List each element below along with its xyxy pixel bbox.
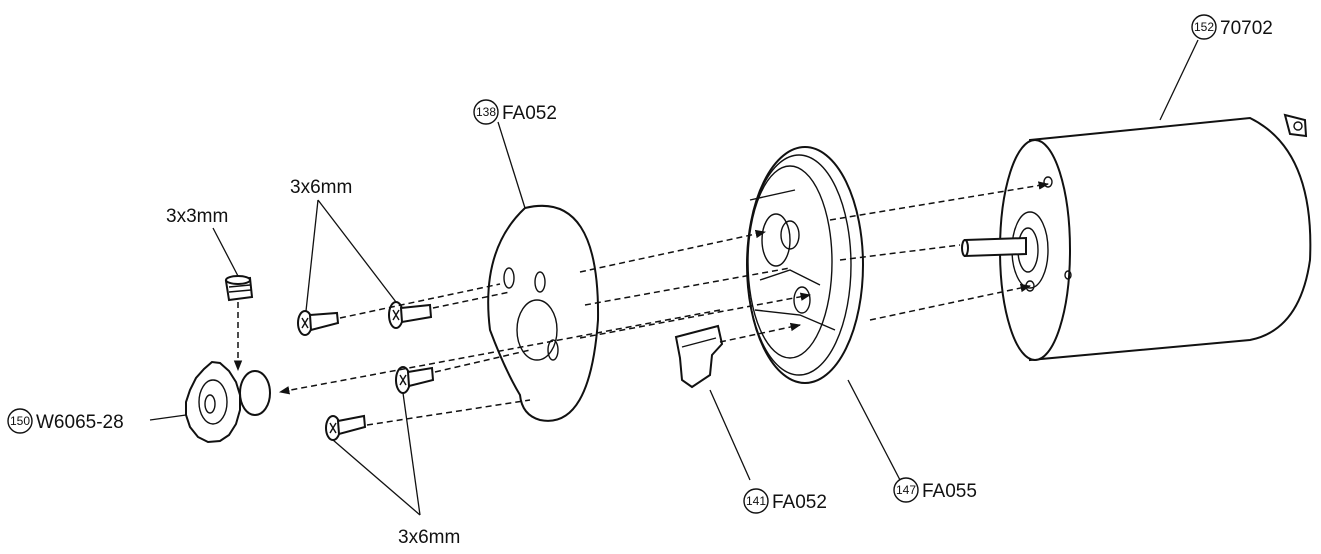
screw-2 xyxy=(388,301,433,329)
assembly-lines xyxy=(233,181,1050,426)
callout-number: 138 xyxy=(476,105,496,119)
callout-clip: 141 FA052 xyxy=(743,488,827,514)
screws-top-size-label: 3x6mm xyxy=(290,177,352,198)
part-code: FA055 xyxy=(922,481,977,502)
motor-mount xyxy=(746,146,864,384)
clip xyxy=(674,324,724,389)
motor-plate xyxy=(487,204,600,422)
part-code: W6065-28 xyxy=(36,412,124,433)
callout-circle xyxy=(7,408,33,434)
callout-number: 147 xyxy=(896,483,916,497)
part-code: FA052 xyxy=(772,492,827,513)
callout-circle xyxy=(473,99,499,125)
callout-circle xyxy=(743,488,769,514)
callout-plate: 138 FA052 xyxy=(473,99,557,125)
screw-4 xyxy=(325,414,367,441)
callout-number: 141 xyxy=(746,494,766,508)
part-code: FA052 xyxy=(502,103,557,124)
screw-1 xyxy=(297,310,340,336)
setscrew-size-label: 3x3mm xyxy=(166,206,228,227)
callout-pinion: 150 W6065-28 xyxy=(7,408,124,434)
callout-circle xyxy=(1191,14,1217,40)
pinion-gear xyxy=(185,360,271,444)
part-code: 70702 xyxy=(1220,18,1273,39)
screws-bottom-size-label: 3x6mm xyxy=(398,527,460,548)
leader-lines xyxy=(149,39,1199,516)
callout-number: 150 xyxy=(10,414,30,428)
screw-3 xyxy=(395,366,435,394)
callout-mount: 147 FA055 xyxy=(893,477,977,503)
callout-number: 152 xyxy=(1194,20,1214,34)
motor xyxy=(961,113,1312,362)
callout-circle xyxy=(893,477,919,503)
set-screw xyxy=(224,275,254,302)
callout-motor: 152 70702 xyxy=(1191,14,1273,40)
